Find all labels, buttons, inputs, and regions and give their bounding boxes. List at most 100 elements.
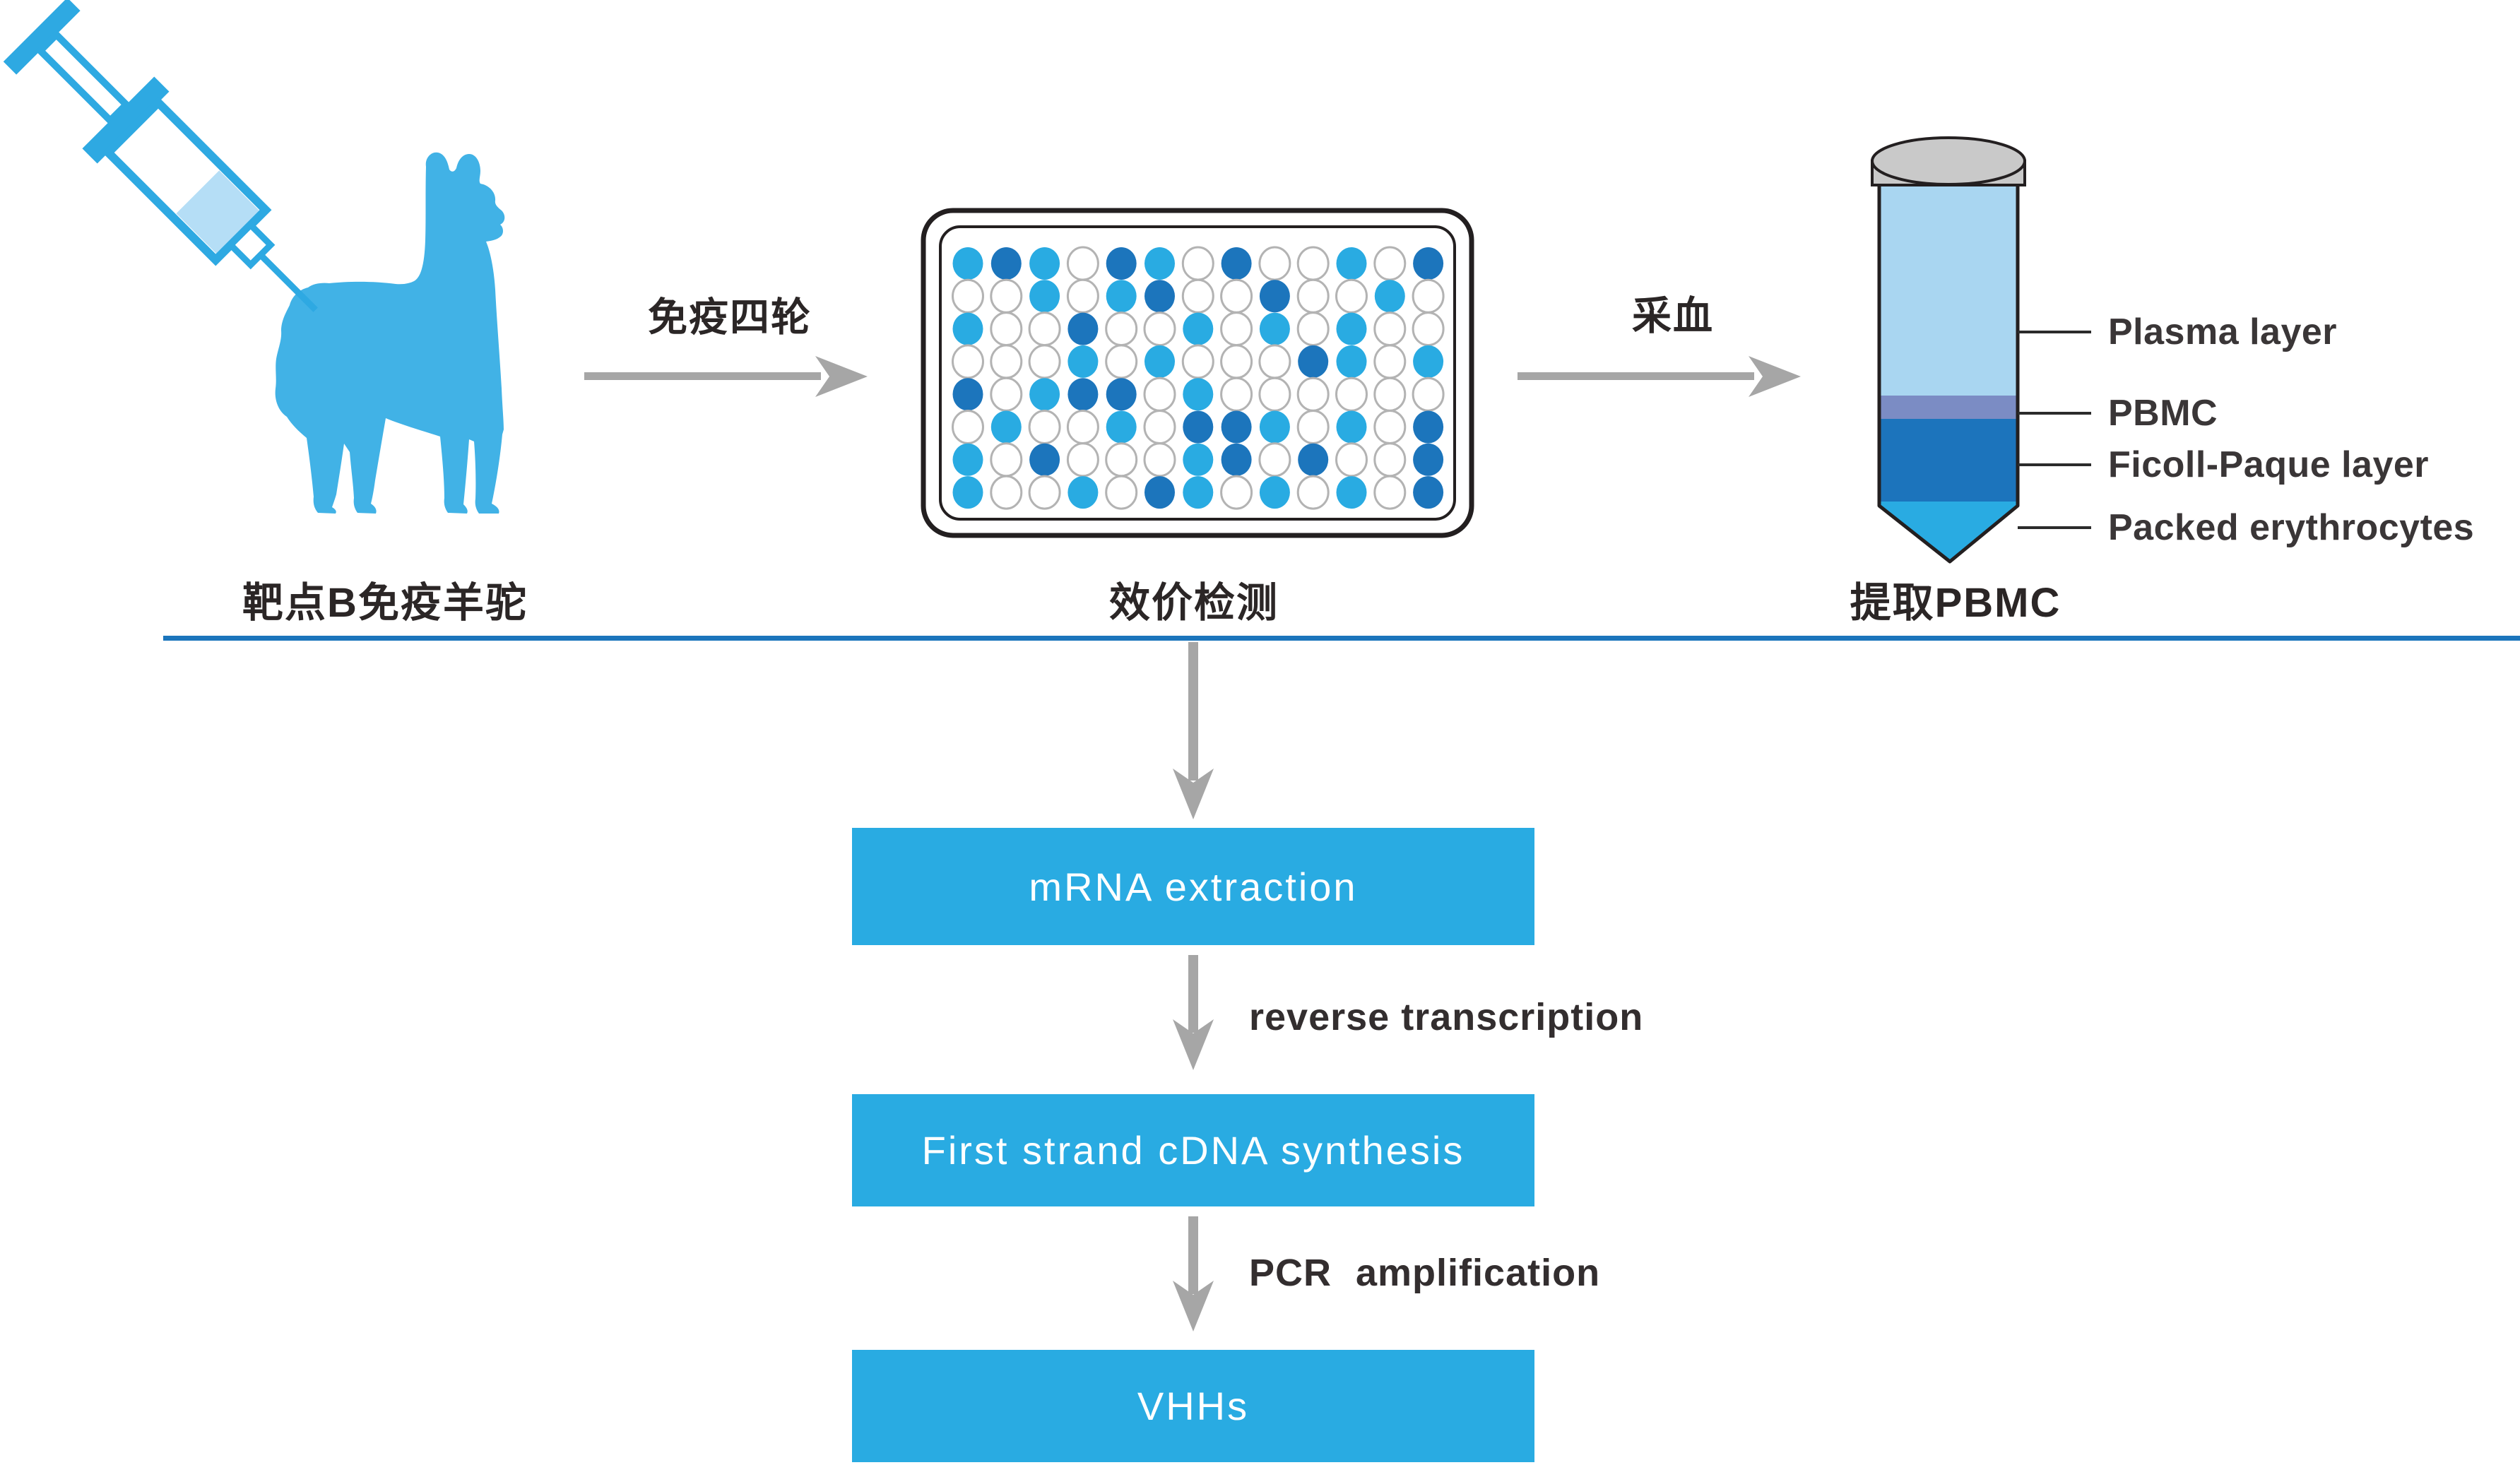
- well-C13: [1412, 312, 1445, 347]
- cdna-synthesis-box: First strand cDNA synthesis: [852, 1094, 1534, 1206]
- well-G6: [1143, 442, 1176, 478]
- titer-plate-icon: [921, 208, 1474, 538]
- well-F2: [990, 410, 1022, 444]
- well-C6: [1143, 312, 1176, 347]
- well-A8: [1221, 247, 1252, 280]
- tube-cap-icon: [1871, 136, 2026, 186]
- well-C2: [990, 312, 1023, 347]
- well-E1: [952, 378, 983, 411]
- well-G2: [990, 442, 1023, 478]
- ficoll-paque-layer-label: Ficoll-Paque layer: [2108, 444, 2430, 485]
- well-D7: [1181, 344, 1214, 379]
- well-E6: [1143, 376, 1176, 412]
- well-B1: [952, 278, 984, 314]
- well-E12: [1373, 376, 1407, 412]
- well-G13: [1413, 443, 1444, 476]
- well-E8: [1220, 376, 1253, 412]
- centrifuge-tube-icon: [1871, 136, 2091, 564]
- well-B3: [1029, 280, 1060, 313]
- well-C10: [1296, 312, 1330, 347]
- well-G12: [1373, 442, 1407, 478]
- tube-label-connectors: [2018, 331, 2091, 529]
- well-G10: [1298, 443, 1329, 476]
- mrna-extraction-box: mRNA extraction: [852, 828, 1534, 945]
- erythrocytes-region: [1879, 502, 2018, 562]
- well-A4: [1066, 246, 1099, 281]
- well-C1: [952, 312, 983, 345]
- well-G7: [1183, 443, 1214, 476]
- well-A9: [1258, 246, 1291, 281]
- well-G3: [1029, 443, 1060, 476]
- ficoll-layer-region: [1879, 419, 2018, 502]
- well-C4: [1067, 312, 1099, 345]
- well-B4: [1066, 278, 1099, 314]
- well-A12: [1373, 246, 1407, 281]
- syringe-icon: [3, 0, 318, 312]
- pbmc-label: PBMC: [2108, 393, 2218, 434]
- well-B9: [1259, 280, 1290, 313]
- well-E2: [990, 376, 1023, 412]
- well-F10: [1296, 410, 1330, 444]
- well-G1: [952, 443, 983, 476]
- well-D12: [1373, 344, 1407, 379]
- extract-pbmc-label: 提取PBMC: [1850, 580, 2061, 626]
- well-B12: [1374, 280, 1405, 313]
- well-H6: [1144, 476, 1175, 509]
- well-H3: [1028, 475, 1061, 510]
- well-D11: [1336, 345, 1367, 378]
- well-H7: [1183, 476, 1214, 509]
- well-E4: [1067, 378, 1099, 411]
- reverse-transcription-label: reverse transcription: [1249, 996, 1644, 1038]
- well-H10: [1296, 475, 1330, 510]
- blood-collection-arrow-icon: [1518, 356, 1801, 397]
- well-G4: [1066, 442, 1099, 478]
- well-H11: [1336, 476, 1367, 509]
- well-E10: [1296, 376, 1330, 412]
- immunization-arrow-icon: [584, 356, 868, 397]
- well-C11: [1336, 312, 1367, 345]
- reverse-transcription-arrow-icon: [1173, 955, 1214, 1070]
- well-A10: [1296, 246, 1330, 281]
- well-E3: [1029, 378, 1060, 411]
- well-F9: [1259, 410, 1290, 444]
- well-D1: [952, 344, 984, 379]
- well-E7: [1183, 378, 1214, 411]
- vhhs-box: VHHs: [852, 1350, 1534, 1462]
- well-A7: [1181, 246, 1214, 281]
- pcr-amplification-label: PCR amplification: [1249, 1252, 1601, 1294]
- well-B7: [1181, 278, 1214, 314]
- well-D5: [1105, 344, 1138, 379]
- well-B6: [1144, 280, 1175, 313]
- well-H13: [1413, 476, 1444, 509]
- well-C7: [1183, 312, 1214, 345]
- well-B5: [1106, 280, 1137, 313]
- well-D13: [1413, 345, 1444, 378]
- well-E5: [1106, 378, 1137, 411]
- well-F13: [1413, 410, 1444, 444]
- well-G11: [1335, 442, 1368, 478]
- well-H12: [1373, 475, 1407, 510]
- well-H8: [1220, 475, 1253, 510]
- well-E9: [1258, 376, 1291, 412]
- well-B13: [1412, 278, 1445, 314]
- well-B10: [1296, 278, 1330, 314]
- plate-wells: [952, 246, 1445, 510]
- plasma-layer-region: [1879, 185, 2018, 396]
- well-F12: [1373, 410, 1407, 444]
- well-G8: [1221, 443, 1252, 476]
- well-A5: [1106, 247, 1137, 280]
- well-F5: [1106, 410, 1137, 444]
- titer-assay-label: 效价检测: [1108, 580, 1279, 626]
- well-G5: [1105, 442, 1138, 478]
- well-A13: [1413, 247, 1444, 280]
- well-H9: [1259, 476, 1290, 509]
- well-A1: [952, 247, 983, 280]
- well-B8: [1220, 278, 1253, 314]
- well-B11: [1335, 278, 1368, 314]
- well-H1: [952, 476, 983, 509]
- well-D3: [1028, 344, 1061, 379]
- well-H4: [1067, 476, 1099, 509]
- well-E11: [1335, 376, 1368, 412]
